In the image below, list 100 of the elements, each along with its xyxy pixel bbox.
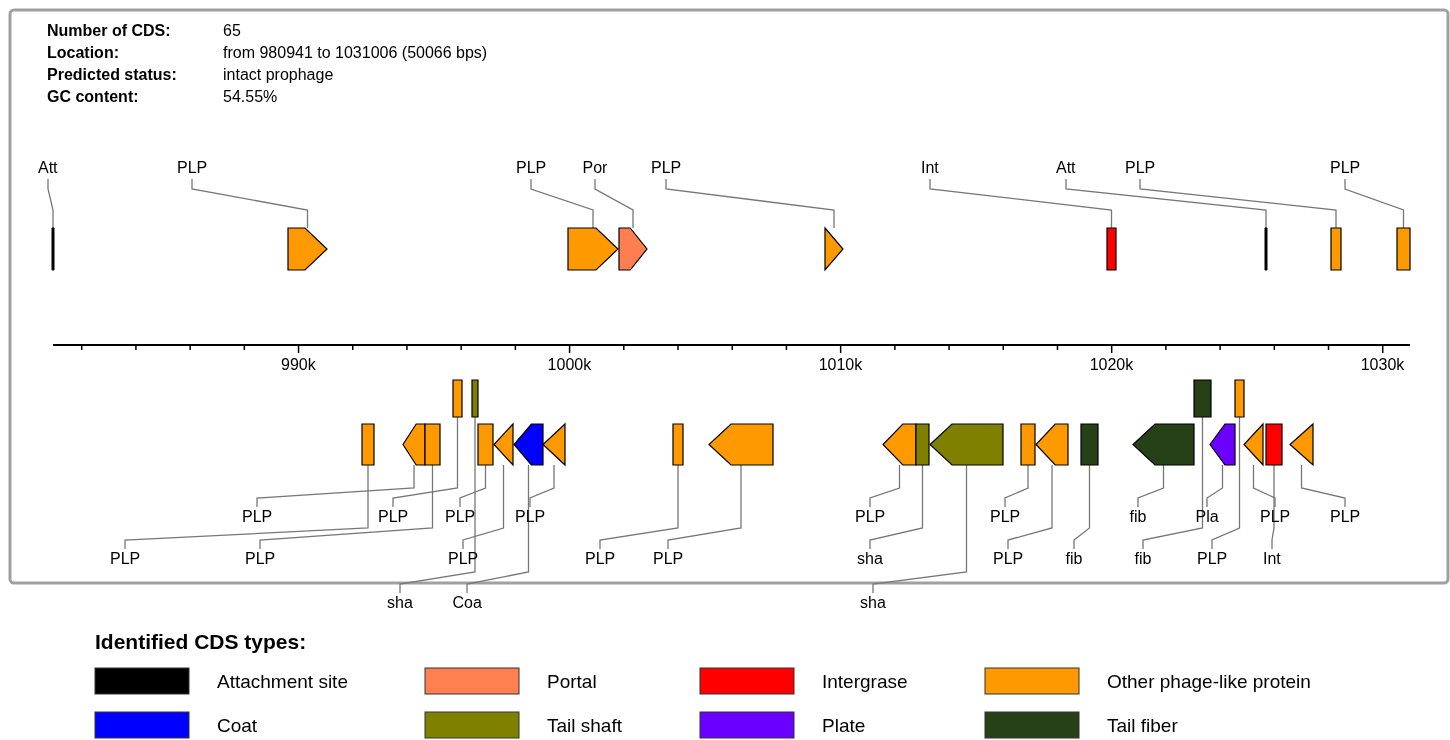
leader-line bbox=[1300, 464, 1346, 508]
gene-pentagon bbox=[1035, 423, 1069, 466]
leader-line bbox=[47, 178, 54, 229]
info-key: Number of CDS: bbox=[47, 22, 171, 40]
leader-line bbox=[665, 178, 835, 229]
gene-label: PLP bbox=[1330, 159, 1361, 177]
legend-label: Attachment site bbox=[217, 671, 348, 693]
gene-label: fib bbox=[1134, 550, 1152, 568]
gene-label: PLP bbox=[242, 508, 273, 526]
gene-label: PLP bbox=[110, 550, 141, 568]
gene-label: fib bbox=[1129, 508, 1147, 526]
gene-pentagon bbox=[708, 423, 774, 466]
leader-line bbox=[1252, 464, 1276, 508]
gene-box bbox=[915, 423, 930, 466]
leader-line bbox=[1073, 464, 1091, 550]
tick-label: 1010k bbox=[818, 356, 863, 374]
legend-label: Coat bbox=[217, 715, 258, 737]
site-mark bbox=[1264, 227, 1268, 271]
leader-line bbox=[1004, 464, 1029, 508]
gene-label: Coa bbox=[452, 594, 482, 612]
gene-box bbox=[1020, 423, 1036, 466]
leader-line bbox=[869, 464, 901, 508]
gene-pentagon bbox=[1132, 423, 1195, 466]
gene-box bbox=[1396, 227, 1411, 271]
tick-label: 1030k bbox=[1360, 356, 1405, 374]
leader-line bbox=[1065, 178, 1267, 229]
gene-label: PLP bbox=[651, 159, 682, 177]
leader-line bbox=[1139, 178, 1337, 229]
gene-label: Att bbox=[38, 159, 58, 177]
gene-label: PLP bbox=[585, 550, 616, 568]
leader-line bbox=[124, 464, 369, 550]
info-value: 65 bbox=[223, 22, 241, 40]
leader-line bbox=[1142, 416, 1204, 550]
gene-box bbox=[1234, 379, 1245, 418]
gene-label: PLP bbox=[448, 550, 479, 568]
gene-pentagon bbox=[1209, 423, 1236, 466]
info-key: GC content: bbox=[47, 88, 139, 106]
gene-triangle bbox=[824, 226, 844, 272]
tick-label: 1000k bbox=[547, 356, 592, 374]
gene-label: PLP bbox=[993, 550, 1024, 568]
gene-label: PLP bbox=[990, 508, 1021, 526]
gene-box bbox=[361, 423, 375, 466]
info-key: Predicted status: bbox=[47, 66, 177, 84]
gene-label: Pla bbox=[1195, 508, 1219, 526]
gene-box bbox=[1265, 423, 1283, 466]
gene-label: PLP bbox=[378, 508, 409, 526]
legend-title: Identified CDS types: bbox=[95, 630, 307, 654]
leader-line bbox=[1007, 464, 1053, 550]
gene-label: PLP bbox=[1260, 508, 1291, 526]
gene-box bbox=[1330, 227, 1342, 271]
leader-line bbox=[462, 464, 505, 550]
leader-line bbox=[929, 178, 1113, 229]
leader-line bbox=[256, 464, 415, 508]
gene-label: PLP bbox=[1125, 159, 1156, 177]
gene-label: PLP bbox=[855, 508, 886, 526]
leader-line bbox=[1211, 416, 1241, 550]
gene-pentagon bbox=[929, 423, 1004, 466]
gene-label: sha bbox=[857, 550, 883, 568]
leader-line bbox=[594, 178, 634, 229]
gene-label: PLP bbox=[516, 159, 547, 177]
gene-pentagon bbox=[287, 227, 328, 271]
gene-pentagon bbox=[402, 423, 426, 466]
gene-label: sha bbox=[387, 594, 413, 612]
gene-box bbox=[1080, 423, 1099, 466]
gene-box bbox=[471, 379, 479, 418]
gene-label: Int bbox=[1263, 550, 1281, 568]
tick-label: 1020k bbox=[1089, 356, 1134, 374]
gene-box bbox=[452, 379, 463, 418]
gene-triangle bbox=[1289, 422, 1314, 467]
leader-line bbox=[529, 464, 555, 508]
gene-pentagon bbox=[567, 227, 619, 271]
legend-label: Tail fiber bbox=[1107, 715, 1178, 737]
gene-pentagon bbox=[513, 423, 544, 466]
leader-line bbox=[1206, 464, 1224, 508]
gene-box bbox=[1106, 227, 1117, 271]
gene-label: Por bbox=[582, 159, 608, 177]
gene-label: fib bbox=[1065, 550, 1083, 568]
gene-label: PLP bbox=[177, 159, 208, 177]
tick-label: 990k bbox=[281, 356, 316, 374]
gene-box bbox=[424, 423, 441, 466]
gene-pentagon bbox=[882, 423, 917, 466]
legend-label: Other phage-like protein bbox=[1107, 671, 1311, 693]
leader-line bbox=[1271, 464, 1275, 550]
gene-label: PLP bbox=[653, 550, 684, 568]
legend-label: Portal bbox=[547, 671, 597, 693]
gene-label: PLP bbox=[515, 508, 546, 526]
gene-triangle bbox=[493, 422, 514, 467]
gene-label: PLP bbox=[1197, 550, 1228, 568]
leader-line bbox=[392, 416, 459, 508]
gene-label: PLP bbox=[245, 550, 276, 568]
site-mark bbox=[51, 227, 55, 271]
legend-label: Tail shaft bbox=[547, 715, 622, 737]
leader-line bbox=[599, 464, 679, 550]
leader-line bbox=[191, 178, 309, 229]
leader-line bbox=[259, 464, 434, 550]
legend-label: Plate bbox=[822, 715, 866, 737]
gene-label: Int bbox=[921, 159, 939, 177]
gene-label: PLP bbox=[1330, 508, 1361, 526]
info-value: from 980941 to 1031006 (50066 bps) bbox=[223, 44, 488, 62]
gene-label: sha bbox=[860, 594, 886, 612]
